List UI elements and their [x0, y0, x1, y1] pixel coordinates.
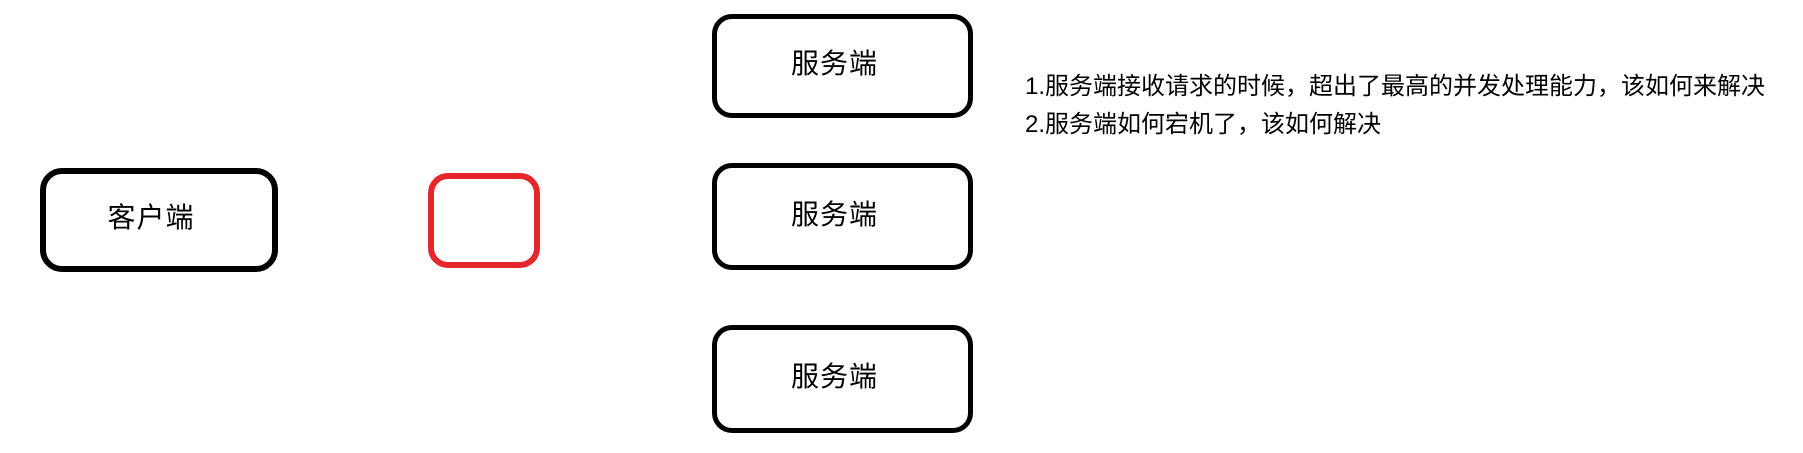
client-box[interactable]: 客户端: [40, 168, 278, 272]
empty-red-box[interactable]: [428, 173, 540, 268]
server-box-1-label: 服务端: [790, 48, 878, 79]
client-box-label: 客户端: [107, 202, 195, 233]
server-box-1[interactable]: 服务端: [712, 14, 973, 118]
server-box-2[interactable]: 服务端: [712, 163, 973, 270]
server-box-3-label: 服务端: [790, 361, 878, 392]
server-box-3[interactable]: 服务端: [712, 325, 973, 433]
annotation-notes: 1.服务端接收请求的时候，超出了最高的并发处理能力，该如何来解决 2.服务端如何…: [1025, 68, 1803, 144]
note-line-2: 2.服务端如何宕机了，该如何解决: [1025, 111, 1382, 138]
server-box-2-label: 服务端: [790, 198, 878, 230]
note-line-1: 1.服务端接收请求的时候，超出了最高的并发处理能力，该如何来解决: [1025, 73, 1766, 100]
